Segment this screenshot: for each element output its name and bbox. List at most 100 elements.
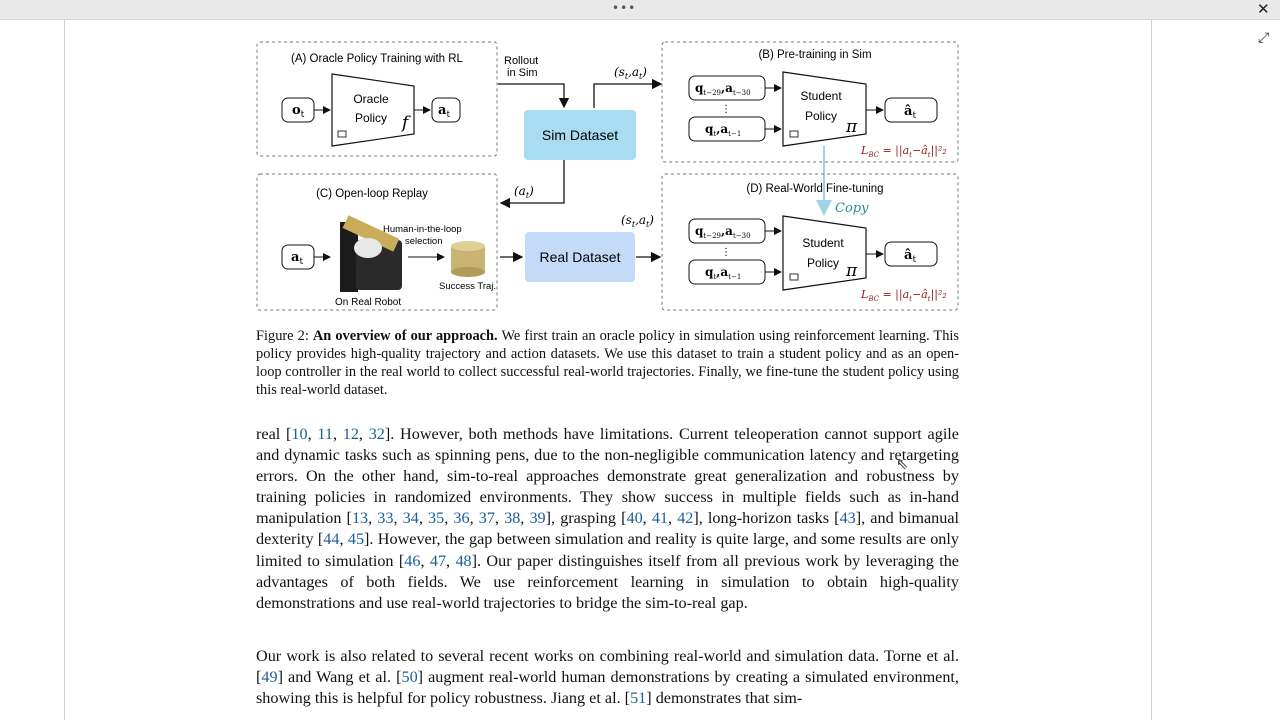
svg-text:f: f [400,113,411,133]
svg-text:(st,at): (st,at) [614,65,647,81]
svg-text:Sim Dataset: Sim Dataset [542,127,618,143]
svg-text:Human-in-the-loop: Human-in-the-loop [383,224,462,235]
svg-text:⋮: ⋮ [721,247,731,258]
paragraph-2: Our work is also related to several rece… [256,646,959,709]
svg-text:ot: ot [292,103,305,120]
svg-text:⋮: ⋮ [721,104,731,115]
close-icon[interactable]: ✕ [1257,0,1270,18]
text-run: Our work is also related to several rece… [256,647,959,687]
figure-2-diagram: (A) Oracle Policy Training with RL ot Or… [256,41,959,311]
citation-link[interactable]: 36 [453,509,470,528]
citation-link[interactable]: 47 [429,551,447,570]
caption-label: Figure 2: [256,328,309,344]
citation-link[interactable]: 33 [377,509,394,528]
text-run: real [ [256,425,292,443]
figure-caption: Figure 2: An overview of our approach. W… [256,327,959,399]
citation-link[interactable]: 45 [347,530,365,549]
svg-text:(at): (at) [514,184,534,200]
svg-text:qt−29,at−30: qt−29,at−30 [695,81,751,97]
svg-text:On Real Robot: On Real Robot [335,297,401,308]
svg-text:Copy: Copy [835,201,869,216]
real-dataset-box [525,232,635,282]
svg-text:(D) Real-World Fine-tuning: (D) Real-World Fine-tuning [746,183,883,195]
svg-text:Success Traj.: Success Traj. [439,281,496,292]
student-policy-trapezoid-b [782,71,867,147]
svg-text:at: at [291,250,303,267]
panel-a [256,41,498,157]
svg-text:selection: selection [405,236,443,247]
svg-text:LBC = ||at−ât||²₂: LBC = ||at−ât||²₂ [860,288,947,303]
panel-c [256,173,498,311]
success-traj-cylinder [451,241,485,277]
svg-text:π: π [845,117,858,137]
panel-a-title: (A) Oracle Policy Training with RL [291,53,464,65]
svg-text:ât: ât [904,104,916,121]
citation-link[interactable]: 50 [401,668,418,687]
citation-link[interactable]: 44 [323,530,340,549]
svg-text:(B) Pre-training in Sim: (B) Pre-training in Sim [758,49,871,61]
svg-text:qt,at−1: qt,at−1 [705,122,741,138]
panel-d [661,173,959,311]
paragraph-1: real [10, 11, 12, 32]. However, both met… [256,425,960,612]
svg-text:π: π [845,261,858,281]
text-run: ], and bimanual dexterity [ [256,509,960,549]
text-run: ]. However, both methods have limitation… [256,425,959,528]
citation-link[interactable]: 48 [455,551,472,570]
svg-text:in Sim: in Sim [507,67,538,79]
oracle-policy-trapezoid [331,73,415,147]
citation-link[interactable]: 32 [368,425,385,443]
lock-icon [337,130,347,138]
text-run: ] demonstrates that sim- [646,689,803,708]
svg-text:Policy: Policy [807,256,839,270]
expand-icon[interactable]: ⤢ [1258,30,1270,46]
citation-link[interactable]: 11 [317,425,333,443]
citation-link[interactable]: 39 [529,509,546,528]
svg-text:(C) Open-loop Replay: (C) Open-loop Replay [316,188,428,200]
svg-text:qt,at−1: qt,at−1 [705,265,741,281]
svg-text:Oracle: Oracle [353,92,389,106]
citation-link[interactable]: 35 [428,509,445,528]
svg-text:Student: Student [802,236,844,250]
citation-link[interactable]: 38 [504,509,521,528]
citation-link[interactable]: 43 [839,509,856,528]
citation-link[interactable]: 12 [342,425,359,443]
text-run: ], grasping [ [545,509,627,528]
mouse-cursor-icon: ⇖ [896,456,909,473]
svg-text:Student: Student [800,89,842,103]
citation-link[interactable]: 46 [404,551,421,570]
caption-bold-title: An overview of our approach. [312,328,498,344]
citation-link[interactable]: 49 [261,668,278,687]
svg-text:Real Dataset: Real Dataset [540,249,621,265]
svg-text:at: at [438,103,450,120]
page-left-edge [64,20,65,720]
drag-handle-icon[interactable]: ••• [612,1,637,15]
svg-text:ât: ât [904,248,916,265]
citation-link[interactable]: 41 [651,509,669,528]
citation-link[interactable]: 40 [626,509,643,528]
citation-link[interactable]: 34 [402,509,419,528]
caption-text: We first train an oracle policy in simul… [256,328,959,398]
svg-text:Rollout: Rollout [504,55,538,67]
citation-link[interactable]: 37 [478,509,495,528]
text-run: ] augment real-world human demonstration… [256,668,959,708]
text-run: ]. However, the gap between simulation a… [256,530,959,570]
svg-text:LBC = ||at−ât||²₂: LBC = ||at−ât||²₂ [860,144,947,159]
student-policy-trapezoid-d [782,215,867,291]
svg-text:Policy: Policy [805,109,837,123]
svg-text:qt−29,at−30: qt−29,at−30 [695,224,751,240]
svg-text:(st,at): (st,at) [621,213,654,229]
text-run: ], long-horizon tasks [ [693,509,840,528]
citation-link[interactable]: 42 [677,509,694,528]
panel-b [661,41,959,163]
viewer-top-bar: ••• ✕ [0,0,1280,20]
citation-link[interactable]: 13 [351,509,369,528]
citation-link[interactable]: 10 [291,425,308,443]
text-run: ]. Our paper distinguishes itself from a… [256,551,959,612]
svg-text:Policy: Policy [355,111,387,125]
real-robot-image [340,215,402,292]
page-right-edge [1151,20,1152,720]
sim-dataset-box [524,110,636,160]
text-run: ] and Wang et al. [ [277,668,402,687]
a-t-box [431,97,461,123]
citation-link[interactable]: 51 [630,689,647,708]
